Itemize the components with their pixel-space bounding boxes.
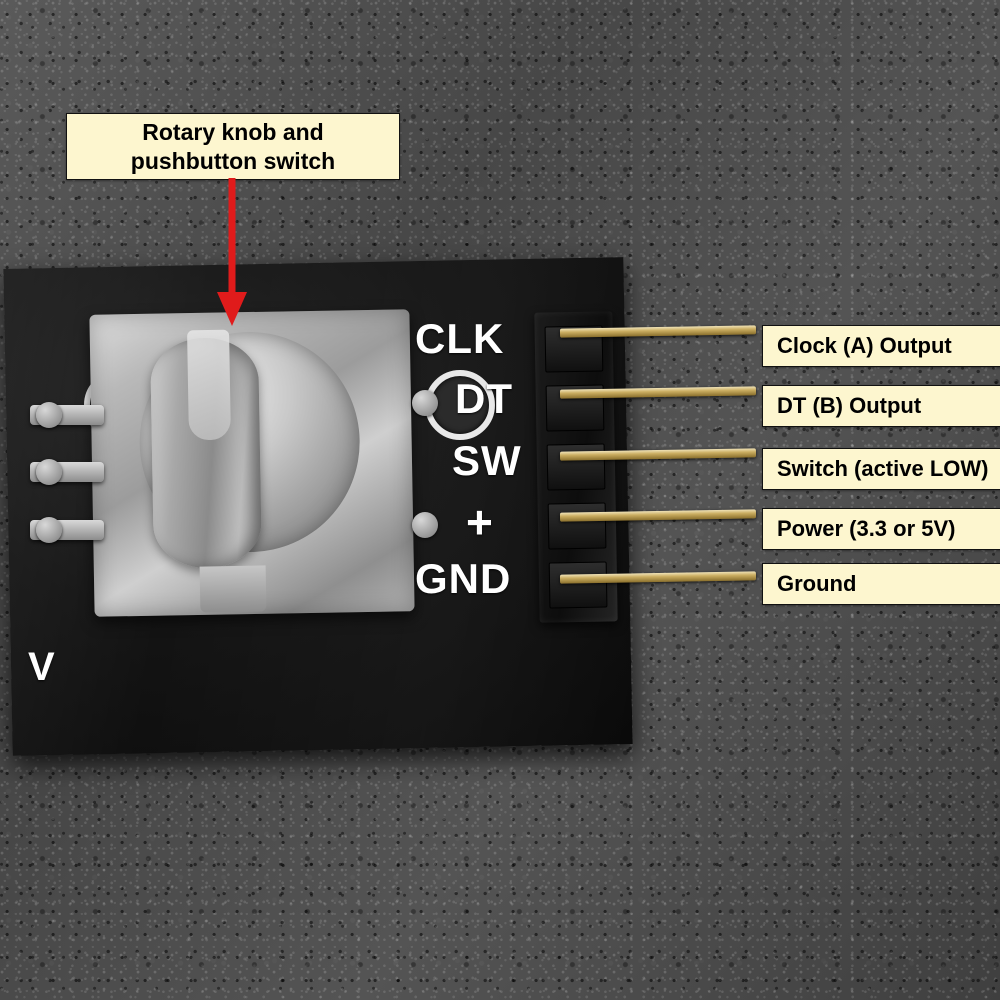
solder-pad	[412, 512, 438, 538]
callout-pin-clk: Clock (A) Output	[762, 325, 1000, 367]
callout-pin-dt: DT (B) Output	[762, 385, 1000, 427]
callout-pin-power: Power (3.3 or 5V)	[762, 508, 1000, 550]
solder-pad	[412, 390, 438, 416]
callout-knob-line1: Rotary knob and	[142, 118, 324, 145]
silkscreen-label-sw: SW	[452, 437, 522, 484]
solder-pad	[36, 459, 62, 485]
encoder-mount-tab	[199, 565, 267, 613]
callout-arrow	[217, 178, 247, 326]
silkscreen-orientation-mark: V	[28, 645, 56, 689]
callout-pin-gnd: Ground	[762, 563, 1000, 605]
callout-pin-sw: Switch (active LOW)	[762, 448, 1000, 490]
solder-pad	[36, 517, 62, 543]
pin-slot	[547, 502, 607, 550]
pin-slot	[548, 561, 608, 609]
callout-rotary-knob: Rotary knob and pushbutton switch	[66, 113, 400, 180]
silkscreen-label-dt: DT	[455, 375, 513, 422]
callout-knob-line2: pushbutton switch	[130, 147, 336, 174]
solder-pad	[36, 402, 62, 428]
silkscreen-label-gnd: GND	[415, 555, 512, 602]
silkscreen-label-clk: CLK	[415, 315, 505, 362]
encoder-shaft-flat	[187, 329, 231, 441]
silkscreen-label-plus: +	[466, 496, 494, 548]
